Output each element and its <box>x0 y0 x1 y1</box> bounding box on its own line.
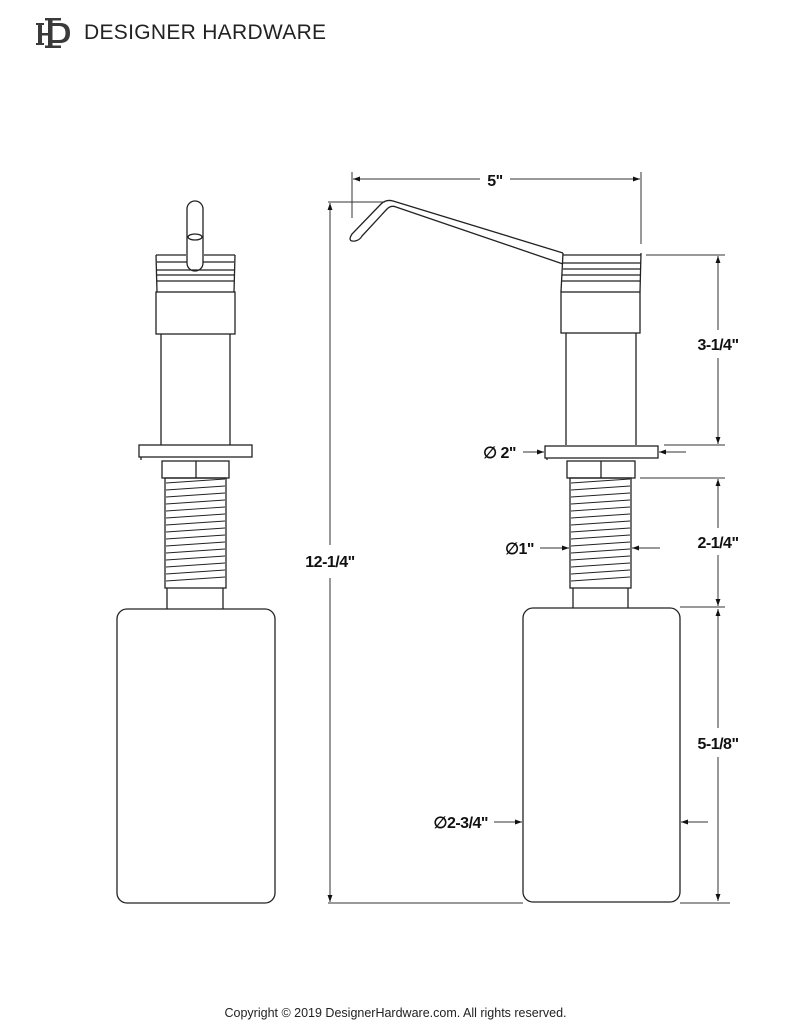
dim-shank-length: 2-1/4" <box>697 535 738 552</box>
dh-monogram-icon <box>36 18 70 48</box>
dim-bottle-height: 5-1/8" <box>697 736 738 753</box>
dim-bottle-diameter: ∅2-3/4" <box>434 815 489 832</box>
brand-name: DESIGNER HARDWARE <box>84 21 327 44</box>
dim-overall-height: 12-1/4" <box>305 554 354 571</box>
dim-spout-reach: 5" <box>487 173 502 190</box>
dim-flange-diameter: ∅ 2" <box>483 445 516 462</box>
dim-head-height: 3-1/4" <box>697 337 738 354</box>
header: DESIGNER HARDWARE <box>36 16 326 50</box>
dimension-lines <box>327 172 730 904</box>
side-view <box>349 199 681 903</box>
copyright-footer: Copyright © 2019 DesignerHardware.com. A… <box>224 1006 567 1020</box>
front-view <box>116 200 276 904</box>
dim-shank-diameter: ∅1" <box>505 541 534 558</box>
